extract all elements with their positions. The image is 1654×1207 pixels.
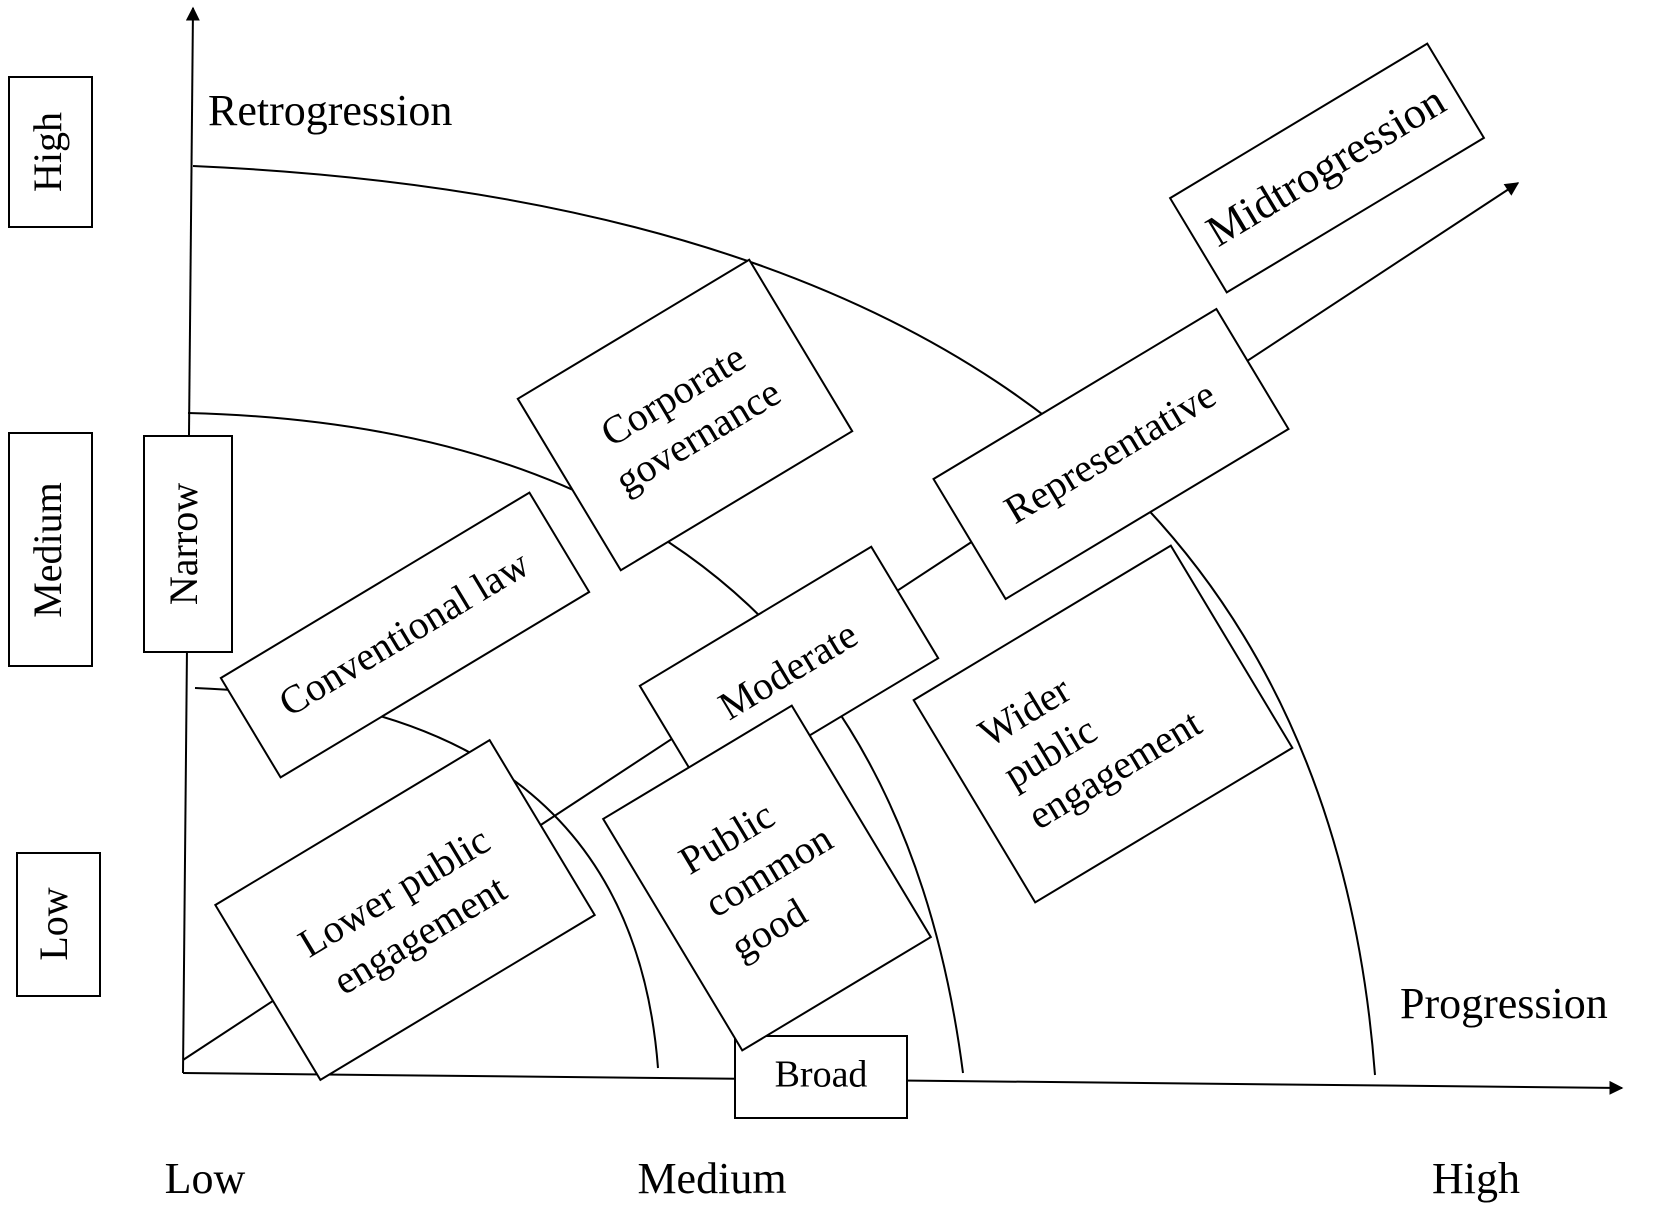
x-scale-high-label: High bbox=[1432, 1154, 1520, 1203]
y-scale-high-label: High bbox=[25, 112, 70, 192]
x-scale-low-label: Low bbox=[165, 1154, 246, 1203]
x-scale-medium-label: Medium bbox=[637, 1154, 786, 1203]
y-axis-title: Retrogression bbox=[208, 86, 452, 135]
y-scale-low-label: Low bbox=[31, 887, 76, 960]
narrow-label: Narrow bbox=[161, 483, 206, 605]
wider-public-engagement-box: Wider public engagement bbox=[912, 544, 1294, 904]
conventional-law-box: Conventional law bbox=[219, 491, 591, 779]
y-scale-high-box: High bbox=[8, 76, 93, 228]
y-scale-medium-label: Medium bbox=[25, 482, 70, 618]
representative-box: Representative bbox=[932, 307, 1290, 601]
broad-label: Broad bbox=[775, 1054, 868, 1096]
x-axis-title: Progression bbox=[1400, 979, 1608, 1028]
lower-public-engagement-box: Lower public engagement bbox=[213, 738, 597, 1082]
y-scale-low-box: Low bbox=[16, 852, 101, 997]
midtrogression-box: Midtrogression bbox=[1168, 42, 1486, 294]
narrow-box: Narrow bbox=[143, 435, 233, 653]
public-common-good-box: Public common good bbox=[601, 704, 933, 1052]
corporate-governance-box: Corporate governance bbox=[516, 258, 854, 572]
y-scale-medium-box: Medium bbox=[8, 432, 93, 667]
broad-box: Broad bbox=[734, 1035, 908, 1119]
arc-middle bbox=[187, 412, 964, 1074]
